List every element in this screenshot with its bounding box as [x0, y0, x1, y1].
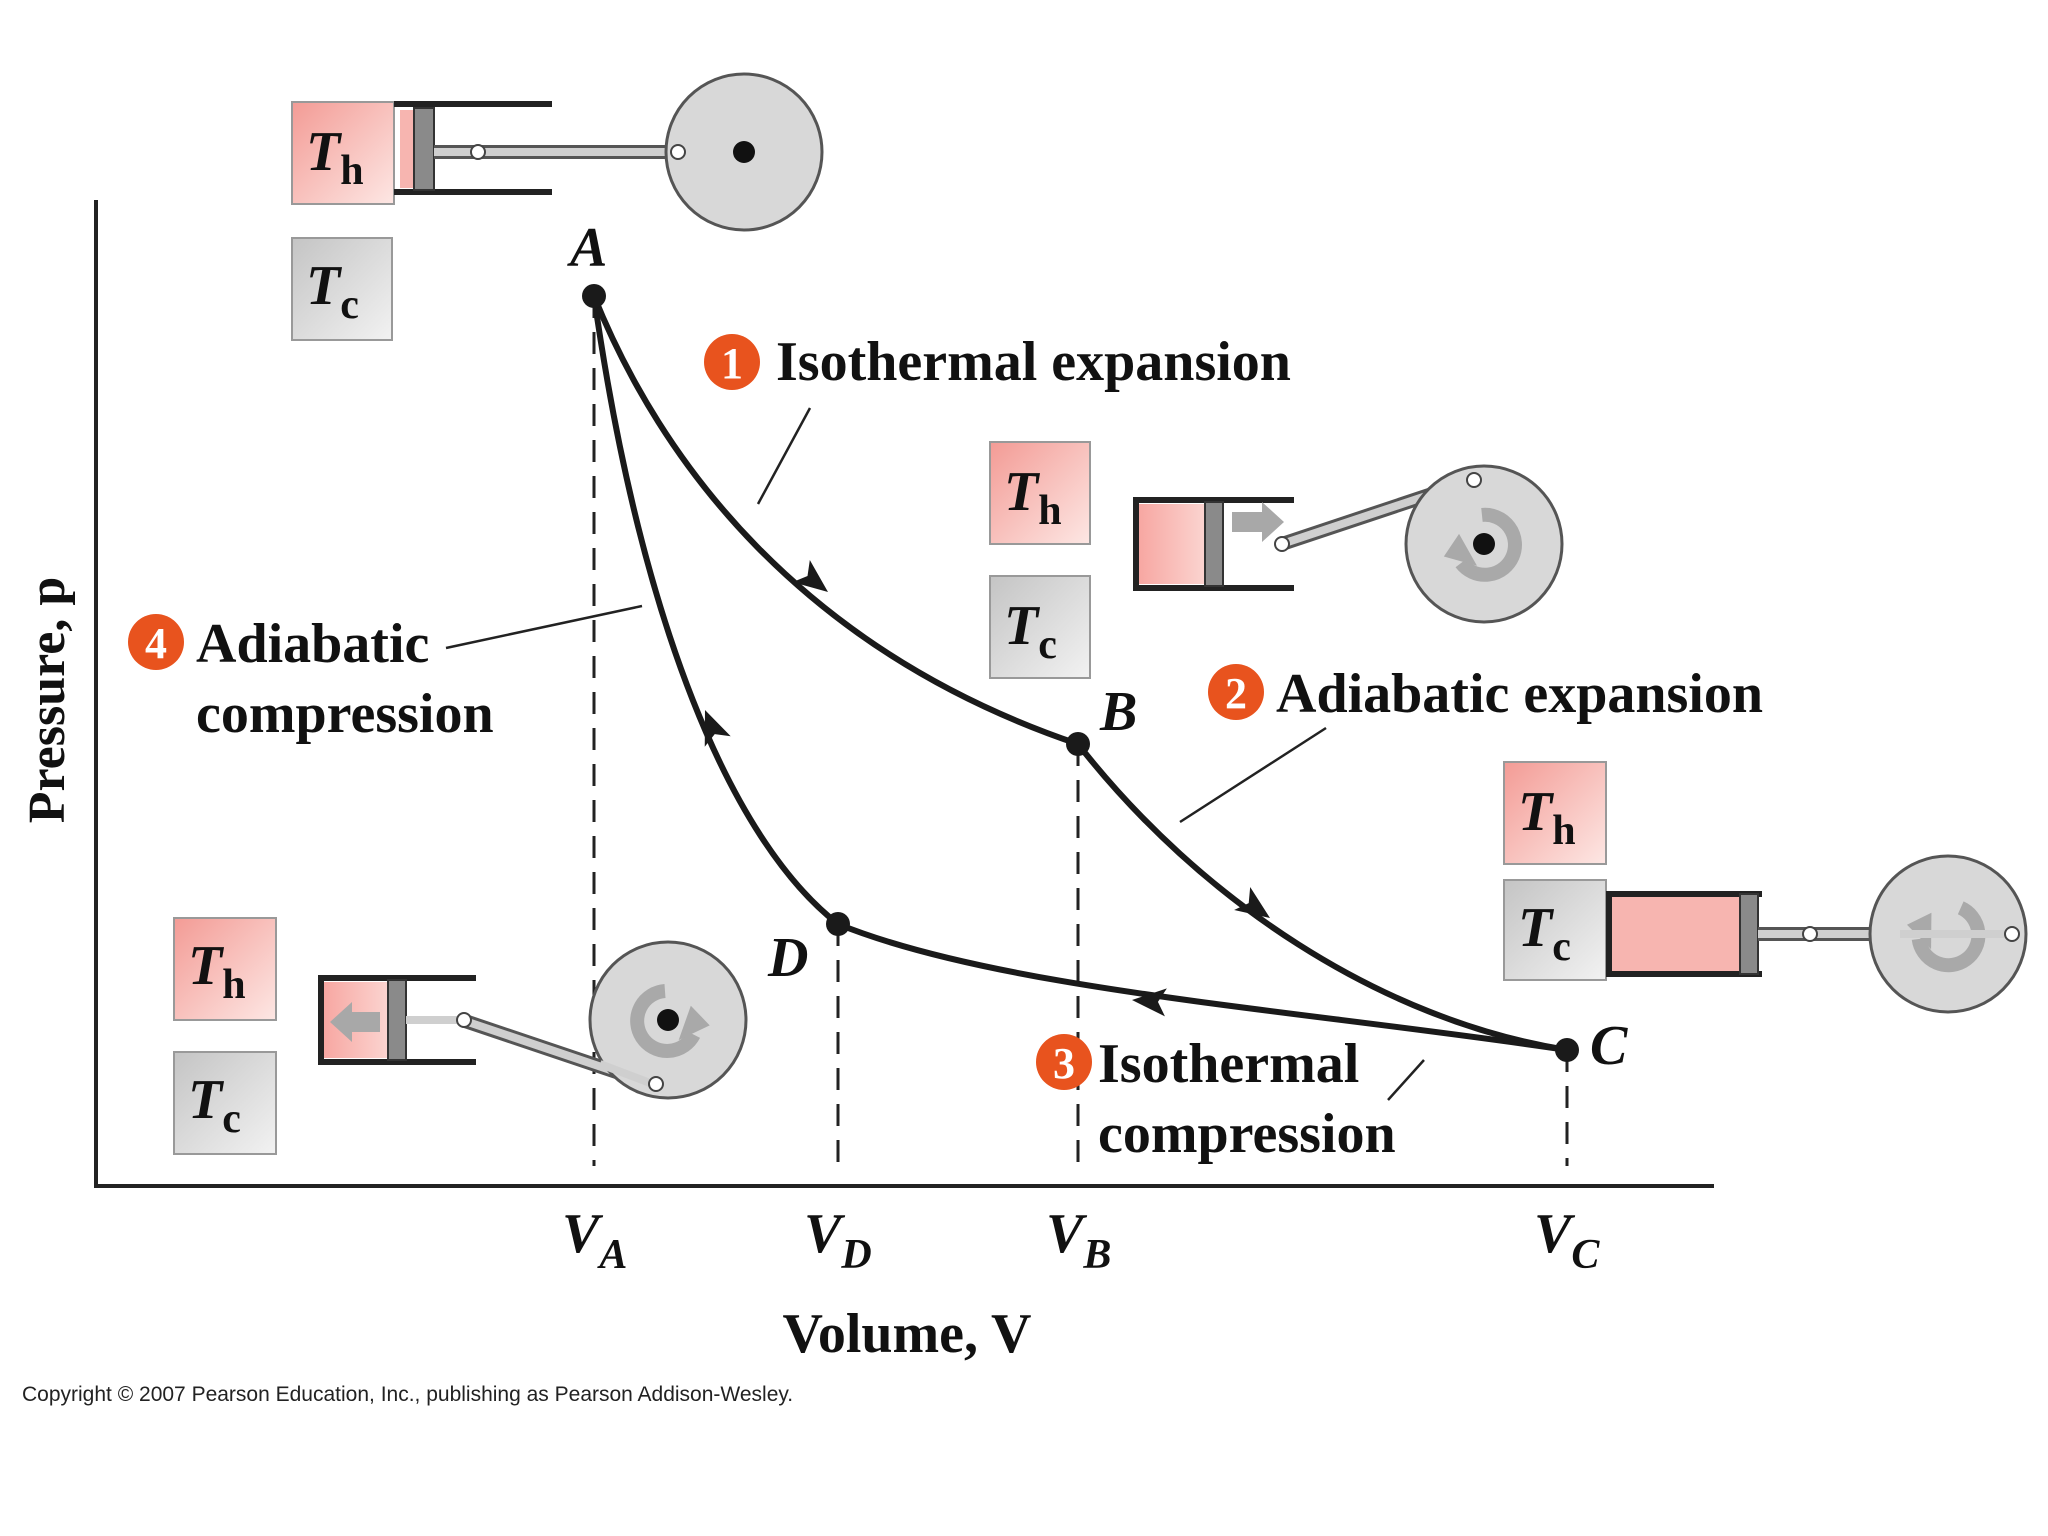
svg-text:Tc: Tc [1004, 595, 1057, 668]
tick-VA: VA [562, 1203, 627, 1278]
flywheel-b [1404, 464, 1564, 624]
step-2-number: 2 [1225, 669, 1247, 718]
cold-reservoir-c: Tc [1503, 879, 1607, 981]
leader-step-2 [1179, 726, 1327, 824]
label-C: C [1590, 1015, 1628, 1077]
svg-text:Tc: Tc [188, 1069, 241, 1142]
point-B [1066, 732, 1090, 756]
cycle-curves [591, 293, 1570, 1053]
svg-text:Th: Th [1518, 781, 1576, 854]
curve-adiabatic-expansion [1075, 741, 1570, 1053]
step-4-label: 4 Adiabatic compression [128, 613, 494, 745]
flywheel-d [588, 940, 748, 1100]
step-4-line2: compression [196, 683, 494, 745]
cold-reservoir-a: Tc [291, 237, 393, 341]
step-1-number: 1 [721, 339, 743, 388]
leader-step-1 [756, 407, 812, 505]
point-D [826, 912, 850, 936]
arrow-step-3 [1132, 988, 1167, 1017]
engine-step-1: Th Tc [989, 441, 1564, 679]
step-2-badge [1208, 664, 1264, 720]
leader-lines [445, 407, 1425, 1101]
svg-text:Tc: Tc [1518, 897, 1571, 970]
step-3-line2: compression [1098, 1103, 1396, 1165]
step-2-label: 2 Adiabatic expansion [1208, 663, 1763, 725]
point-A [582, 284, 606, 308]
step-2-text: Adiabatic expansion [1276, 663, 1763, 725]
step-3-badge [1036, 1034, 1092, 1090]
arrow-step-1 [792, 560, 828, 592]
engine-state-a: Th Tc [291, 72, 824, 341]
step-3-line1: Isothermal [1098, 1033, 1359, 1095]
tick-VB: VB [1046, 1203, 1111, 1278]
label-B: B [1099, 681, 1137, 743]
state-points [582, 284, 1579, 1062]
svg-text:Tc: Tc [306, 255, 359, 328]
hot-reservoir-d: Th [173, 917, 277, 1021]
leader-step-4 [445, 604, 643, 650]
axes [94, 200, 1714, 1188]
y-axis-label: Pressure, p [19, 577, 76, 824]
step-3-number: 3 [1053, 1039, 1075, 1088]
flywheel-a [664, 72, 824, 232]
svg-text:Th: Th [188, 935, 246, 1008]
curve-isothermal-expansion [591, 293, 1081, 747]
label-A: A [567, 217, 607, 279]
flywheel-c [1868, 854, 2028, 1014]
hot-reservoir-c: Th [1503, 761, 1607, 865]
copyright-notice: Copyright © 2007 Pearson Education, Inc.… [22, 1383, 794, 1406]
engine-step-3: Th Tc [173, 917, 748, 1155]
tick-VC: VC [1534, 1203, 1600, 1278]
step-1-text: Isothermal expansion [776, 331, 1291, 393]
point-C [1555, 1038, 1579, 1062]
hot-reservoir-a: Th [291, 101, 395, 205]
svg-text:Th: Th [1004, 461, 1062, 534]
tick-VD: VD [804, 1203, 872, 1278]
arrow-step-4 [704, 710, 731, 747]
step-1-badge [704, 334, 760, 390]
curve-adiabatic-compression [591, 293, 841, 927]
cylinder-a [394, 101, 678, 195]
step-4-badge [128, 614, 184, 670]
leader-step-3 [1387, 1059, 1425, 1101]
step-3-label: 3 Isothermal compression [1036, 1033, 1396, 1165]
label-D: D [767, 927, 808, 989]
engine-step-2: Th Tc [1503, 761, 2028, 1014]
step-4-number: 4 [145, 619, 167, 668]
step-1-label: 1 Isothermal expansion [704, 331, 1291, 393]
cold-reservoir-b: Tc [989, 575, 1091, 679]
cold-reservoir-d: Tc [173, 1051, 277, 1155]
hot-reservoir-b: Th [989, 441, 1091, 545]
svg-text:Th: Th [306, 121, 364, 194]
x-axis-label: Volume, V [783, 1303, 1032, 1365]
curve-isothermal-compression [835, 921, 1570, 1053]
direction-arrows [704, 560, 1270, 1017]
cylinder-b [1133, 473, 1477, 591]
step-4-line1: Adiabatic [196, 613, 429, 675]
arrow-step-2 [1234, 887, 1270, 918]
